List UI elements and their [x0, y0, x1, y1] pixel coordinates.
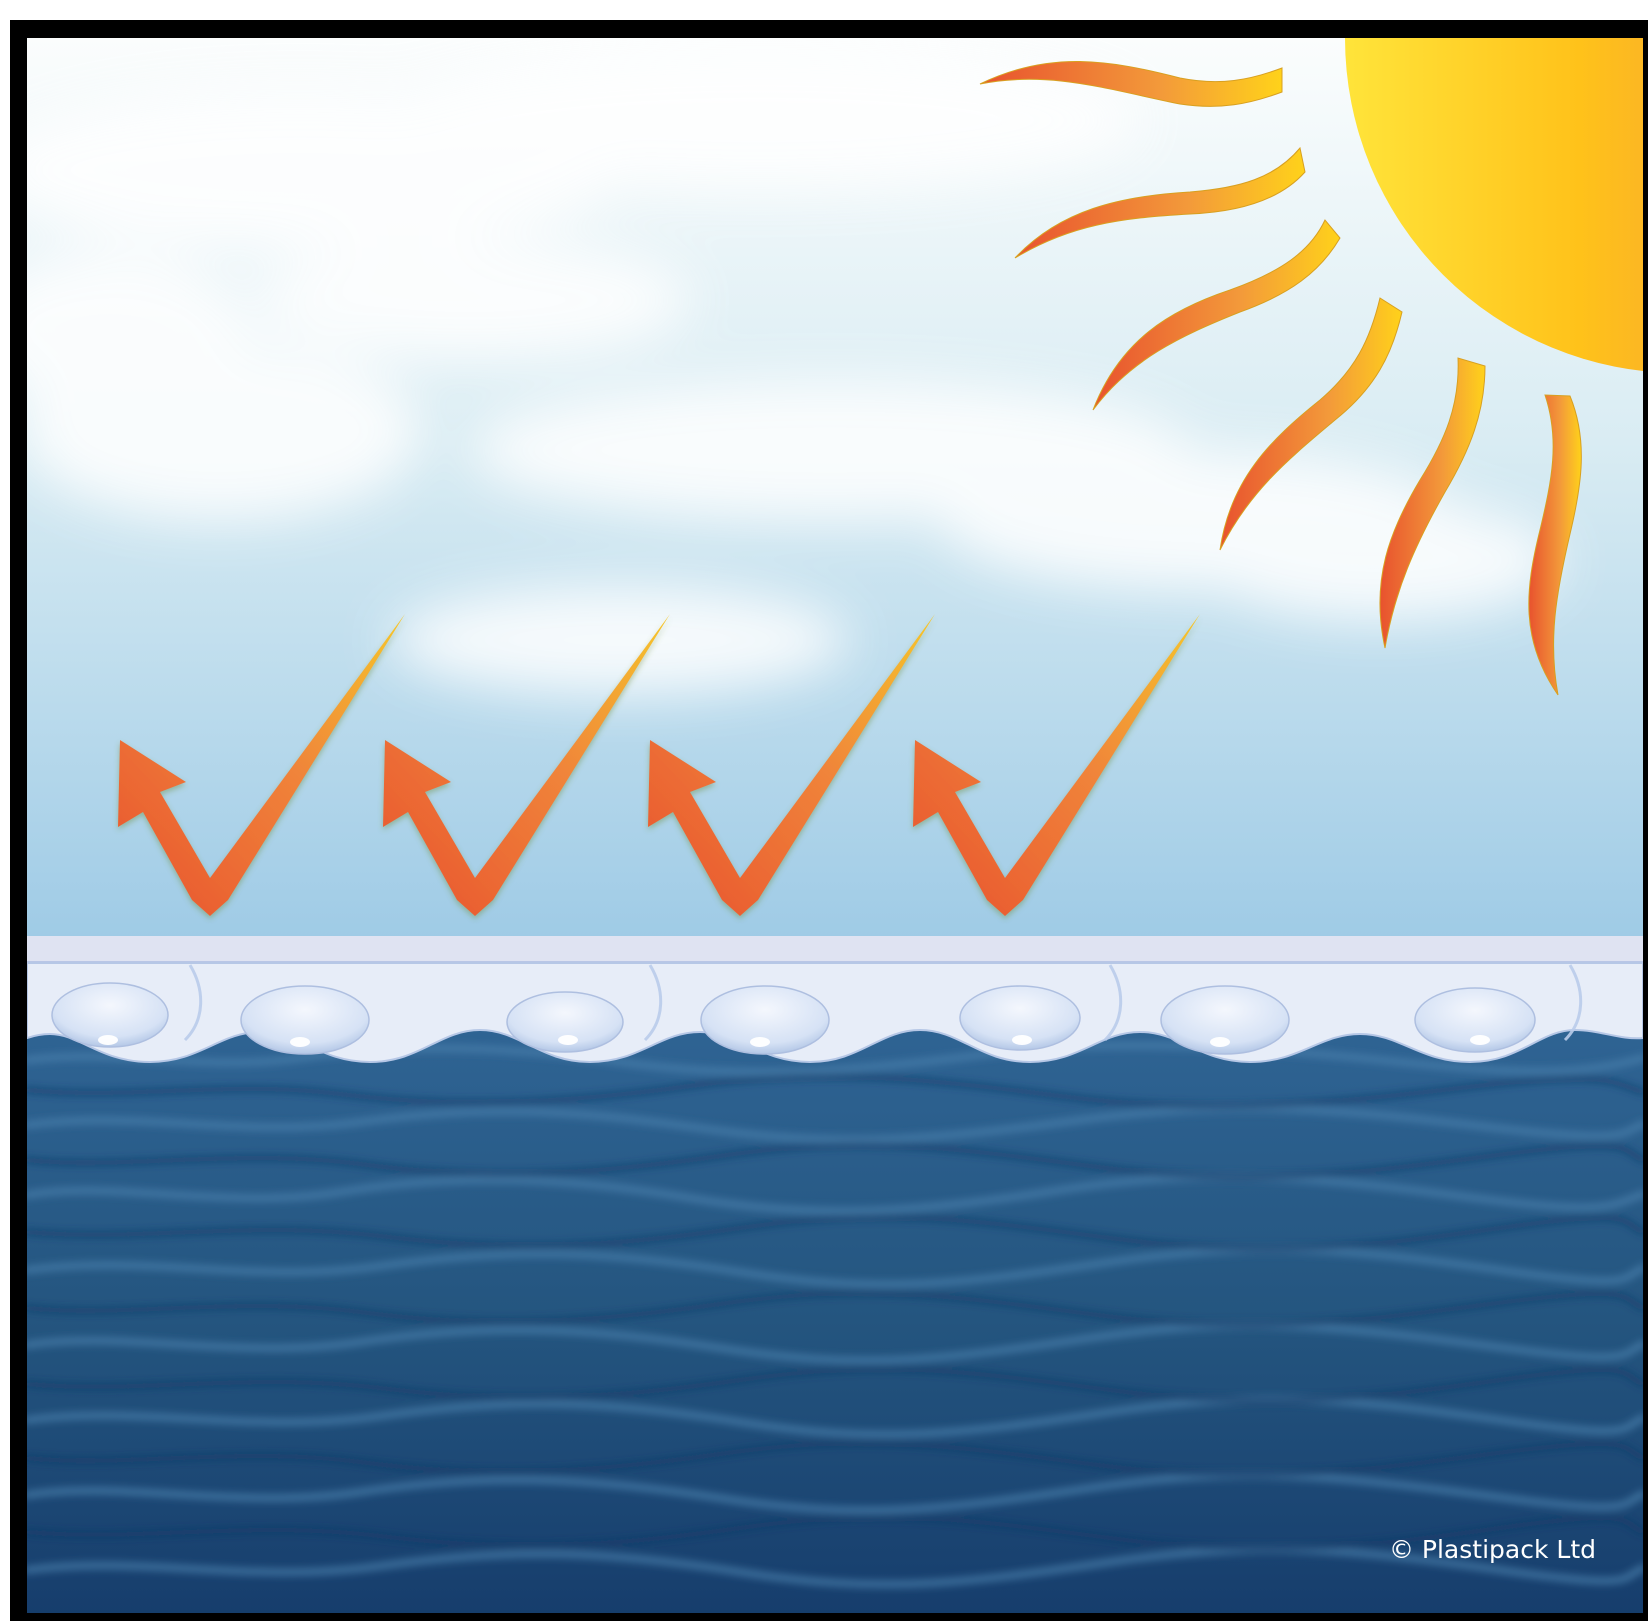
clouds — [27, 50, 1560, 695]
sun-ray — [1379, 357, 1486, 649]
copyright-text: © Plastipack Ltd — [1388, 1535, 1596, 1564]
bubble-cover — [27, 936, 1643, 1064]
sun-ray — [979, 60, 1283, 107]
water-ripples — [27, 1042, 1643, 1588]
sun-ray — [1219, 297, 1403, 551]
sun-ray — [1092, 219, 1341, 411]
sun-rays — [979, 60, 1582, 696]
sun-icon — [1345, 38, 1643, 371]
sun-ray — [1528, 394, 1582, 696]
sun-ray — [1014, 146, 1306, 259]
